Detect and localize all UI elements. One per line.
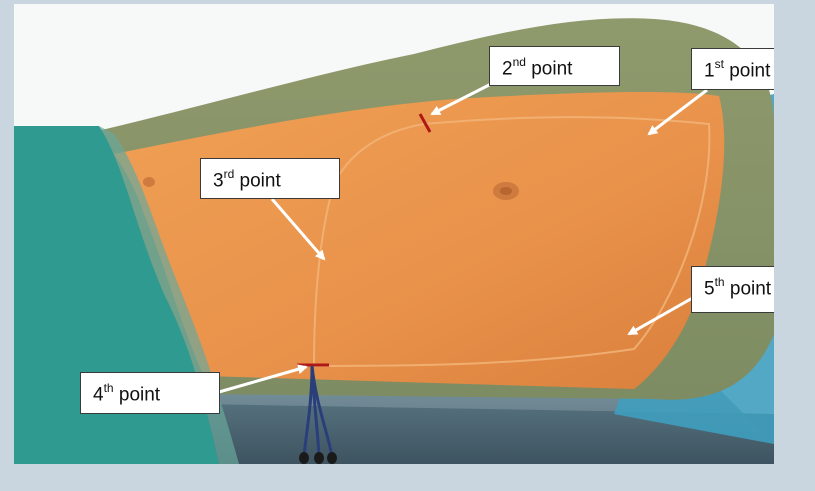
patient-illustration: 2nd point 1st point 3rd point 5th point … [14,4,774,464]
label-2nd-point: 2nd point [489,46,620,86]
skin-area [114,92,724,389]
label-5th-point: 5th point [691,266,774,313]
label-1st-point: 1st point [691,48,774,90]
label-3rd-point: 3rd point [200,158,340,199]
label-4th-point: 4th point [80,372,220,414]
